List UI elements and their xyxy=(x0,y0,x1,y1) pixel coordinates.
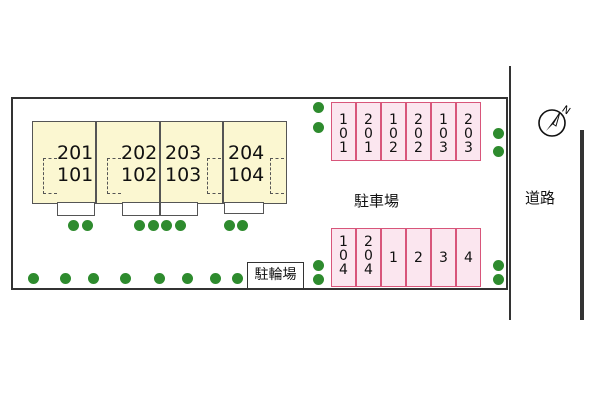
shrub-icon xyxy=(493,260,504,271)
unit-number-lower: 101 xyxy=(57,164,94,186)
shrub-icon xyxy=(493,146,504,157)
parking-stall: 1 0 2 xyxy=(381,102,406,161)
parking-stall: 2 0 3 xyxy=(456,102,481,161)
entrance-porch xyxy=(57,202,95,216)
shrub-icon xyxy=(68,220,79,231)
shrub-icon xyxy=(493,128,504,139)
shrub-icon xyxy=(60,273,71,284)
road-edge-right xyxy=(580,130,584,320)
parking-stall: 4 xyxy=(456,228,481,287)
building-unit-3: 203 103 xyxy=(160,121,223,204)
road-label: 道路 xyxy=(525,189,556,207)
shrub-icon xyxy=(82,220,93,231)
unit-number-lower: 102 xyxy=(121,164,158,186)
stall-label: 3 xyxy=(439,250,448,266)
parking-lot-label: 駐車場 xyxy=(354,192,400,210)
shrub-icon xyxy=(161,220,172,231)
stall-label: 1 0 3 xyxy=(439,112,448,156)
parking-stall: 2 0 2 xyxy=(406,102,431,161)
stall-label: 4 xyxy=(464,250,473,266)
unit-number-upper: 204 xyxy=(228,142,265,164)
stair-outline xyxy=(43,158,57,194)
stair-outline xyxy=(207,158,221,194)
stall-label: 2 0 2 xyxy=(414,112,423,156)
shrub-icon xyxy=(182,273,193,284)
bike-parking: 駐輪場 xyxy=(247,262,304,289)
north-compass-icon: N xyxy=(538,104,571,137)
parking-stall: 2 0 4 xyxy=(356,228,381,287)
stall-label: 2 0 3 xyxy=(464,112,473,156)
building-unit-4: 204 104 xyxy=(223,121,287,204)
unit-number-upper: 201 xyxy=(57,142,94,164)
parking-stall: 2 0 1 xyxy=(356,102,381,161)
shrub-icon xyxy=(232,273,243,284)
compass-north-label: N xyxy=(559,104,571,117)
shrub-icon xyxy=(313,102,324,113)
stall-label: 2 xyxy=(414,250,423,266)
shrub-icon xyxy=(313,274,324,285)
parking-stall: 1 0 3 xyxy=(431,102,456,161)
stall-label: 2 0 4 xyxy=(364,234,373,278)
parking-stall: 1 0 1 xyxy=(331,102,356,161)
unit-number-lower: 104 xyxy=(228,164,265,186)
shrub-icon xyxy=(210,273,221,284)
parking-stall: 1 xyxy=(381,228,406,287)
entrance-porch xyxy=(122,202,160,216)
shrub-icon xyxy=(148,220,159,231)
shrub-icon xyxy=(175,220,186,231)
shrub-icon xyxy=(88,273,99,284)
shrub-icon xyxy=(224,220,235,231)
shrub-icon xyxy=(28,273,39,284)
stall-label: 1 0 4 xyxy=(339,234,348,278)
parking-stall: 2 xyxy=(406,228,431,287)
building-unit-1: 201 101 xyxy=(32,121,96,204)
parking-stall: 1 0 4 xyxy=(331,228,356,287)
parking-stall: 3 xyxy=(431,228,456,287)
shrub-icon xyxy=(493,274,504,285)
shrub-icon xyxy=(313,122,324,133)
shrub-icon xyxy=(154,273,165,284)
shrub-icon xyxy=(120,273,131,284)
entrance-porch xyxy=(224,202,264,214)
stall-label: 1 0 2 xyxy=(389,112,398,156)
road-edge-left xyxy=(509,66,511,320)
stall-label: 1 0 1 xyxy=(339,112,348,156)
stair-outline xyxy=(270,158,284,194)
shrub-icon xyxy=(237,220,248,231)
shrub-icon xyxy=(134,220,145,231)
shrub-icon xyxy=(313,260,324,271)
unit-number-upper: 202 xyxy=(121,142,158,164)
stair-outline xyxy=(107,158,121,194)
stall-label: 1 xyxy=(389,250,398,266)
stall-label: 2 0 1 xyxy=(364,112,373,156)
entrance-porch xyxy=(160,202,198,216)
unit-number-upper: 203 xyxy=(165,142,202,164)
building-unit-2: 202 102 xyxy=(96,121,160,204)
unit-number-lower: 103 xyxy=(165,164,202,186)
